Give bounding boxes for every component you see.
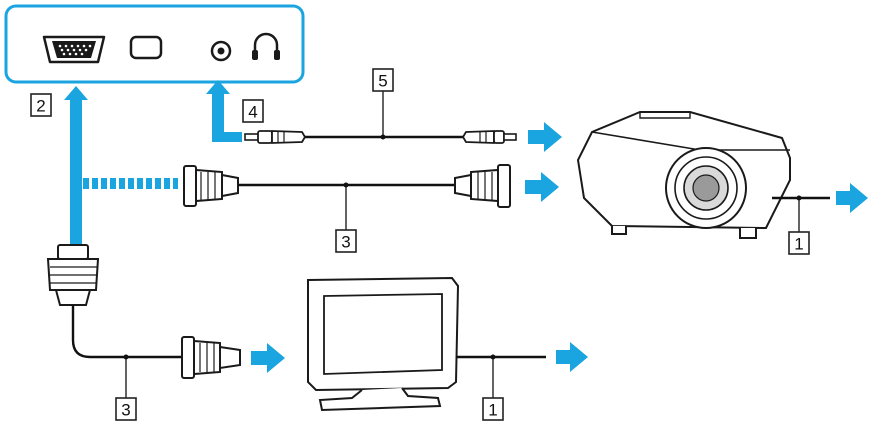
svg-text:1: 1: [488, 401, 497, 420]
signal-arrows: [64, 80, 868, 373]
arrow-audio-to-projector: [528, 122, 562, 152]
projector: [576, 111, 830, 239]
vga-up-arrow: [64, 86, 88, 245]
svg-text:3: 3: [121, 401, 130, 420]
monitor: [307, 276, 546, 412]
arrow-projector-power: [836, 183, 868, 213]
callout-vga-cable-monitor: 3: [115, 397, 137, 421]
dotted-link: [83, 178, 178, 189]
display-port-icon: [129, 35, 163, 60]
callout-audio-cable: 5: [372, 68, 394, 92]
arrow-monitor-power: [556, 342, 588, 372]
svg-text:5: 5: [378, 72, 387, 91]
svg-text:4: 4: [248, 103, 257, 122]
vga-cable-monitor: [46, 244, 241, 379]
vga-cable-projector: [183, 164, 511, 208]
audio-jack-icon: [210, 40, 232, 62]
vga-port-icon: [42, 35, 106, 64]
audio-up-arrow: [206, 80, 242, 142]
arrow-vga-to-projector: [525, 172, 559, 202]
arrow-to-monitor: [251, 343, 285, 373]
callout-vga-cable-projector: 3: [335, 229, 357, 253]
callout-audio-out: 4: [242, 99, 264, 123]
svg-text:1: 1: [794, 235, 803, 254]
port-panel: [4, 4, 305, 84]
svg-text:2: 2: [36, 97, 45, 116]
headphones-icon: [252, 32, 280, 60]
callout-monitor-out: 2: [30, 93, 52, 117]
leader-lines: [123, 90, 802, 398]
callout-power-monitor: 1: [482, 397, 504, 421]
svg-text:3: 3: [341, 233, 350, 252]
callout-power-projector: 1: [788, 231, 810, 255]
